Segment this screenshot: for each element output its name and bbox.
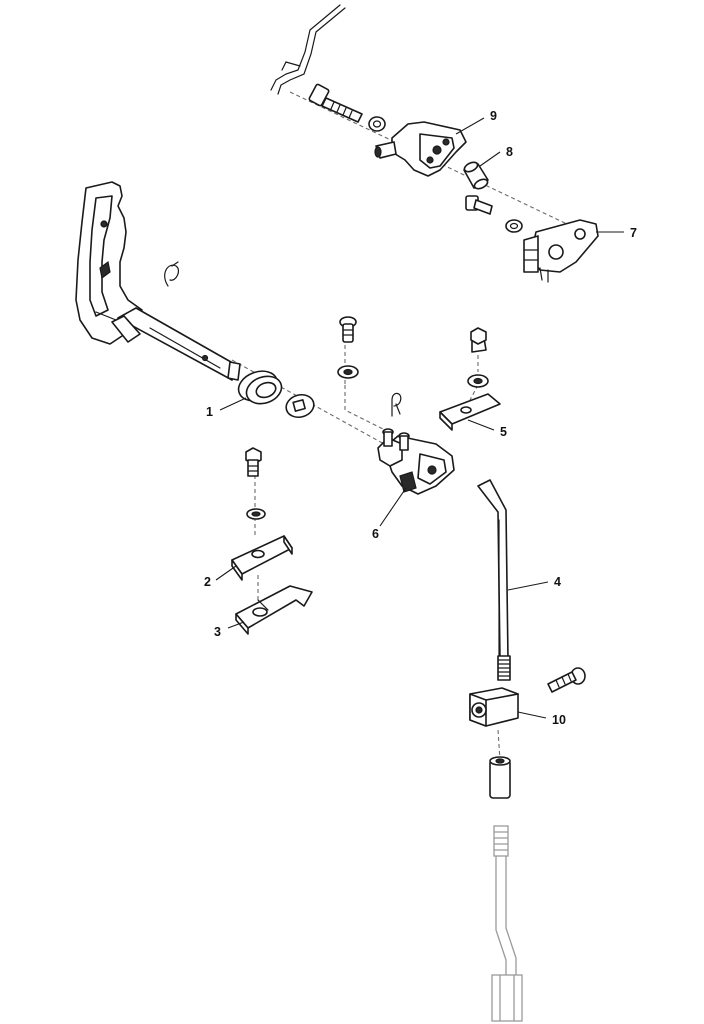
callout-7: 7 (630, 226, 637, 240)
center-screw (337, 316, 359, 379)
bent-clamp-plate (235, 585, 313, 635)
tiller-handle (75, 181, 241, 381)
callout-6: 6 (372, 527, 379, 541)
callout-3: 3 (214, 625, 221, 639)
lower-bracket-bolt (465, 195, 523, 233)
callout-1: 1 (206, 405, 213, 419)
upper-bolt (308, 83, 363, 123)
upper-washer (368, 116, 386, 132)
callout-5: 5 (500, 425, 507, 439)
shaft-bushing (237, 370, 283, 405)
connector-block (469, 687, 519, 727)
lower-lever-bracket (377, 428, 455, 495)
spacer-sleeve (463, 161, 489, 190)
upper-link-rod (270, 4, 346, 95)
callout-4: 4 (554, 575, 561, 589)
right-clamp-plate (439, 327, 501, 431)
callout-2: 2 (204, 575, 211, 589)
assembly-axis-lines (231, 91, 591, 761)
bracket-plate (523, 219, 599, 283)
upper-lever-bracket (374, 121, 467, 177)
lower-clamp-plate (231, 447, 293, 581)
square-hole-washer (285, 393, 315, 419)
callout-8: 8 (506, 145, 513, 159)
cotter-pin (391, 392, 402, 417)
callout-9: 9 (490, 109, 497, 123)
block-screw (547, 667, 586, 693)
leader-lines (215, 117, 624, 719)
lower-rod-reference (491, 825, 523, 1022)
callout-10: 10 (552, 713, 566, 727)
spring-clip (164, 261, 180, 287)
coupling-sleeve (489, 756, 511, 799)
linkage-rod (477, 479, 511, 681)
